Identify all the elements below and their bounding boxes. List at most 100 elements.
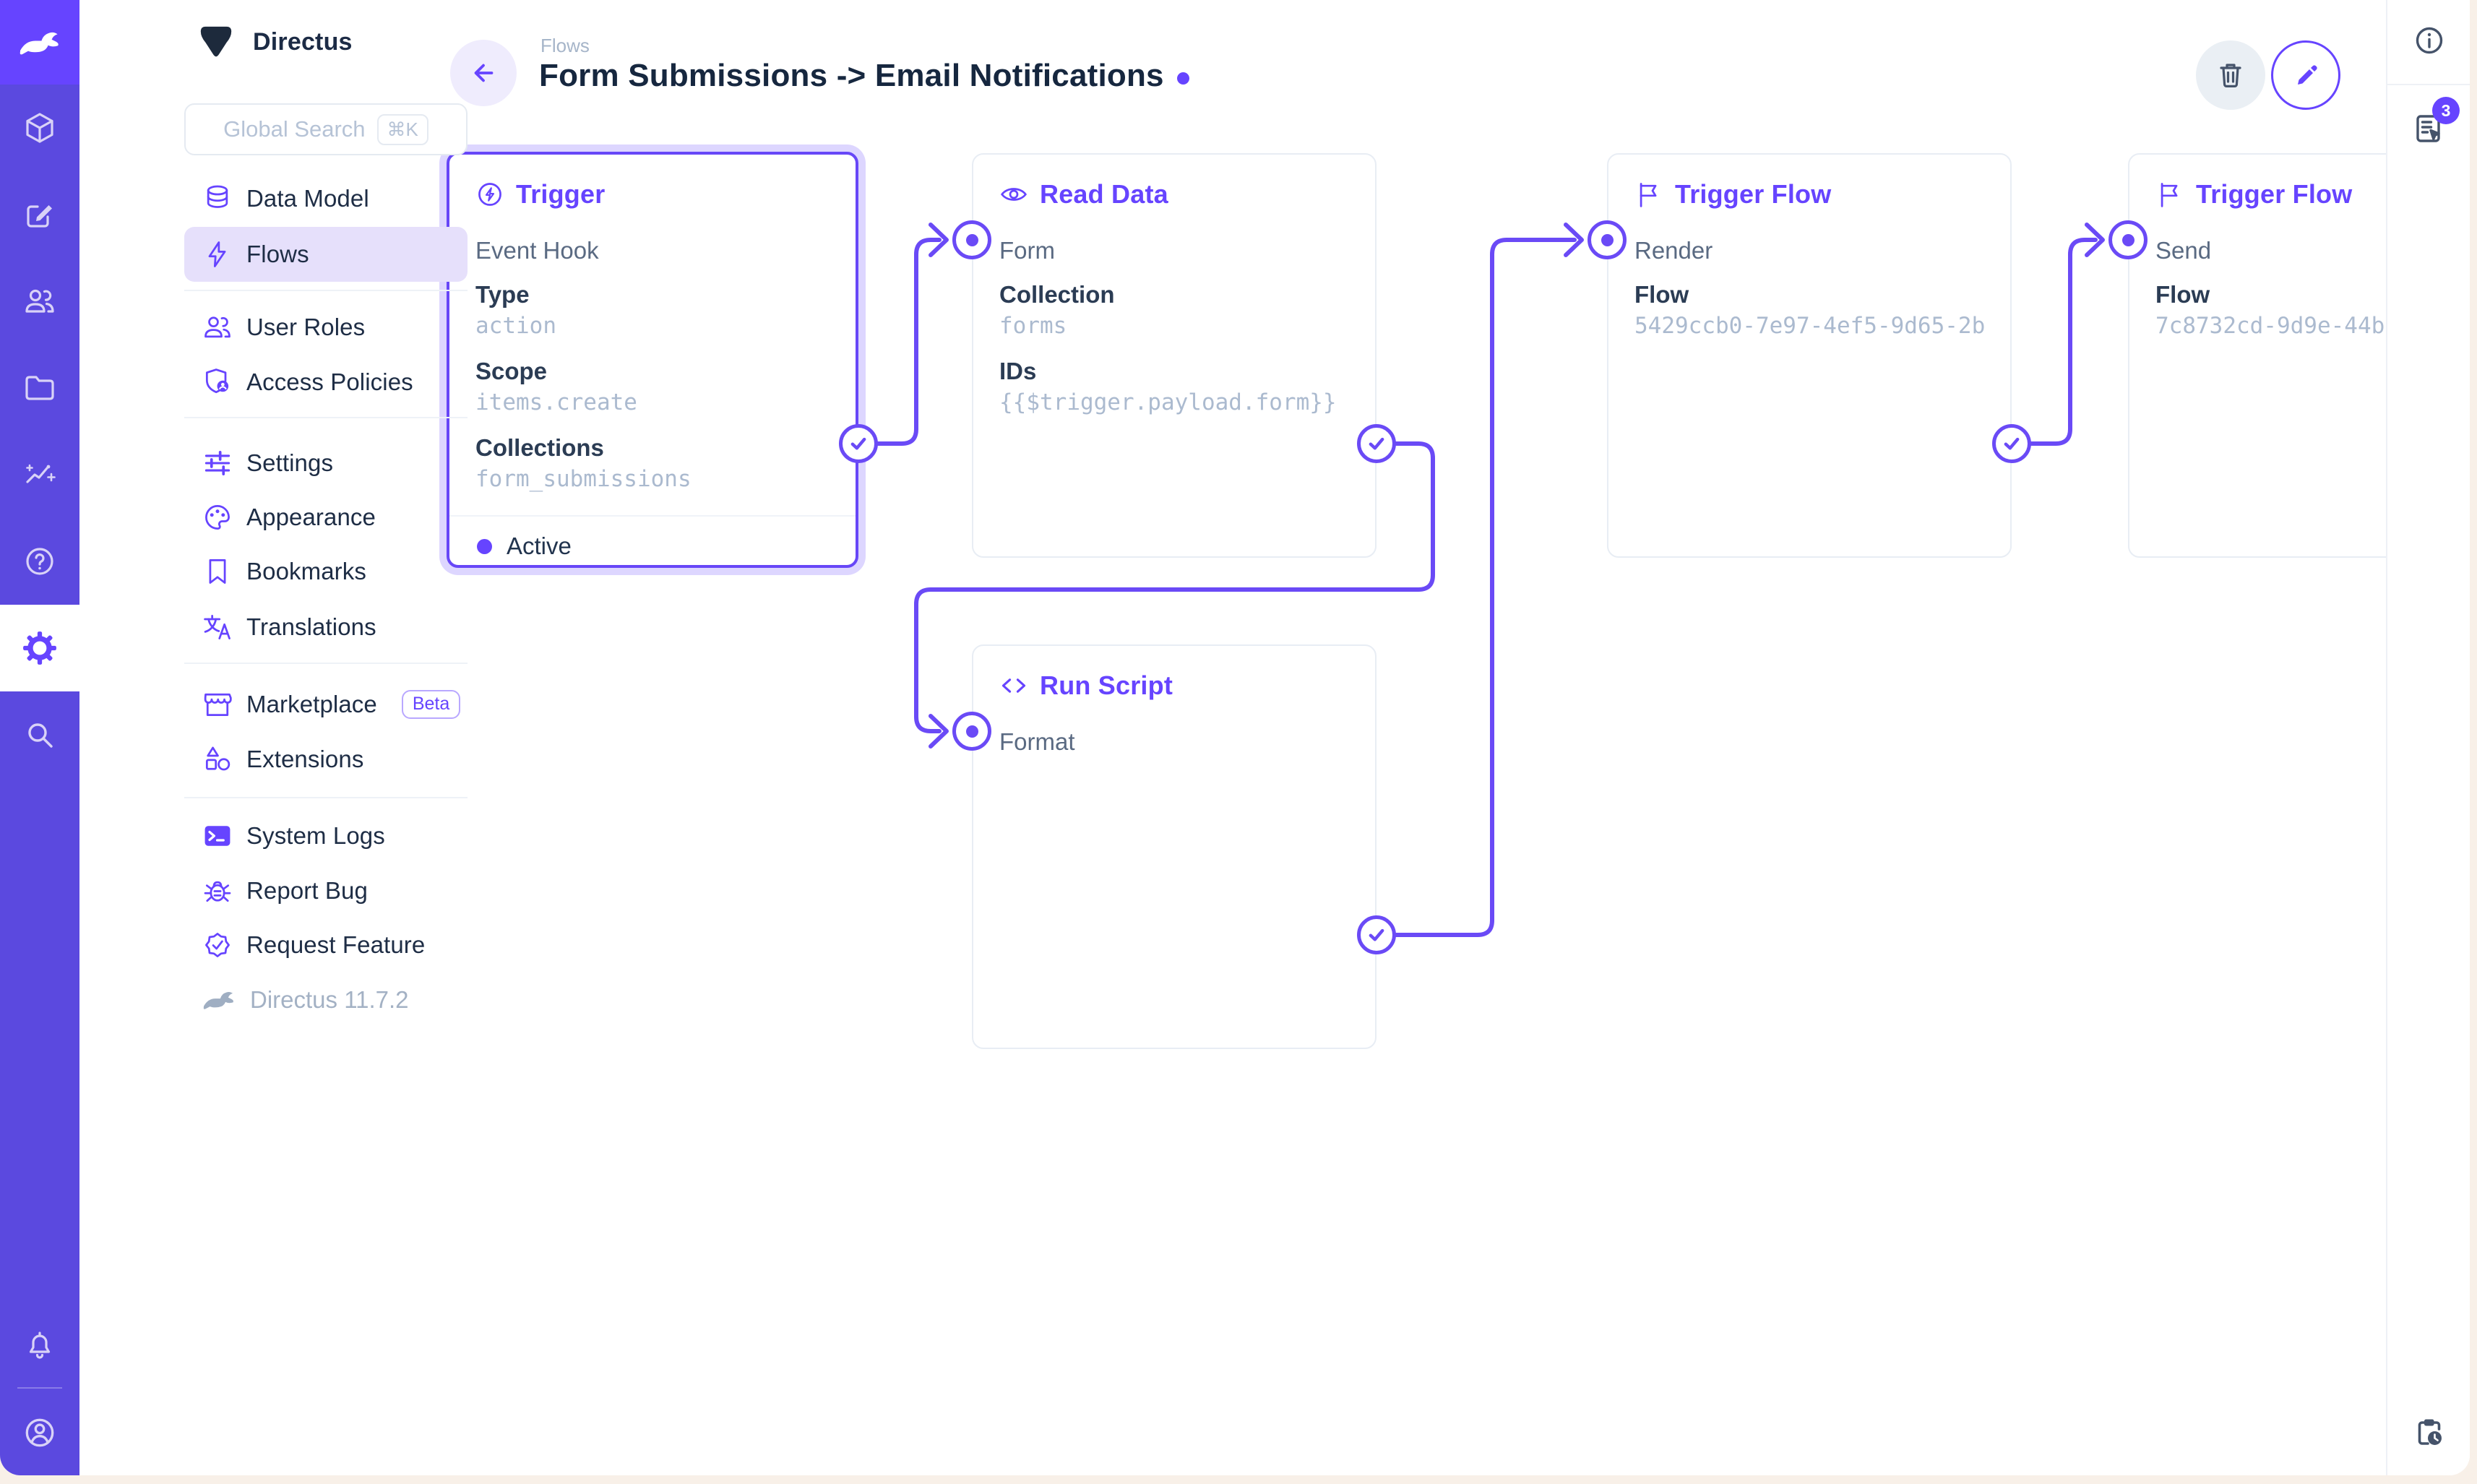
sidebar-item-label: Settings bbox=[246, 449, 334, 476]
box-icon bbox=[26, 113, 53, 143]
field-label: Scope bbox=[475, 358, 548, 384]
panel-trigger-flow-render[interactable]: Trigger Flow Render Flow 5429ccb0-7e97-4… bbox=[1607, 153, 2012, 558]
trigger-status: Active bbox=[449, 515, 856, 560]
check-icon bbox=[2004, 437, 2020, 450]
sidebar-item-label: Extensions bbox=[246, 746, 364, 772]
info-button[interactable] bbox=[2408, 19, 2451, 62]
wire-render-to-send bbox=[2029, 238, 2098, 446]
user-circle-icon bbox=[25, 1418, 54, 1447]
sidebar-item-bookmarks[interactable]: Bookmarks bbox=[184, 544, 468, 599]
bug-icon bbox=[204, 881, 231, 902]
sidebar-item-access-policies[interactable]: Access Policies bbox=[184, 355, 468, 410]
sidebar-item-settings[interactable]: Settings bbox=[184, 436, 468, 491]
sidebar-item-label: Appearance bbox=[246, 504, 376, 530]
module-help[interactable] bbox=[0, 518, 79, 605]
global-search-input[interactable]: Global Search ⌘K bbox=[184, 103, 468, 155]
version-label: Directus 11.7.2 bbox=[250, 986, 409, 1013]
database-icon bbox=[207, 185, 228, 208]
bolt-icon bbox=[208, 241, 226, 267]
notifications-button[interactable] bbox=[0, 1303, 79, 1389]
module-content[interactable] bbox=[0, 85, 79, 171]
sidebar-divider bbox=[184, 290, 468, 291]
panel-name: Render bbox=[1634, 237, 1713, 264]
module-insights[interactable] bbox=[0, 431, 79, 518]
project-logo-icon bbox=[200, 26, 232, 57]
panel-title: Trigger Flow bbox=[1634, 179, 1984, 210]
sidebar-item-label: Flows bbox=[246, 241, 309, 267]
module-files[interactable] bbox=[0, 345, 79, 431]
panel-read-data[interactable]: Read Data Form Collection forms IDs {{$t… bbox=[972, 153, 1377, 558]
field-value: forms bbox=[999, 313, 1067, 339]
right-rail-divider bbox=[2387, 84, 2470, 85]
field-value: form_submissions bbox=[475, 466, 692, 492]
activity-log-icon bbox=[2416, 115, 2440, 142]
search-shortcut-kbd: ⌘K bbox=[376, 113, 428, 145]
panel-title: Read Data bbox=[999, 179, 1349, 210]
sidebar-item-label: Marketplace bbox=[246, 691, 377, 717]
input-node-read-data[interactable] bbox=[952, 220, 991, 259]
seal-check-icon bbox=[205, 933, 230, 957]
version-row: Directus 11.7.2 bbox=[201, 972, 461, 1027]
output-node-trigger-flow-render[interactable] bbox=[1992, 424, 2031, 463]
sidebar-item-label: System Logs bbox=[246, 822, 385, 849]
flag-icon bbox=[2161, 183, 2178, 207]
sidebar-item-label: Request Feature bbox=[246, 931, 426, 958]
panel-trigger[interactable]: Trigger Event Hook Type action Scope ite… bbox=[447, 152, 858, 568]
edit-flow-button[interactable] bbox=[2271, 40, 2340, 110]
directus-logo-button[interactable] bbox=[0, 0, 79, 85]
output-node-trigger[interactable] bbox=[839, 424, 878, 463]
back-button[interactable] bbox=[450, 40, 517, 106]
field-value: items.create bbox=[475, 389, 637, 415]
trash-icon bbox=[2220, 64, 2241, 88]
sidebar-item-report-bug[interactable]: Report Bug bbox=[184, 863, 468, 918]
search-icon bbox=[28, 723, 53, 748]
panel-title: Trigger bbox=[475, 179, 830, 210]
pending-tasks-button[interactable] bbox=[2408, 1411, 2451, 1454]
panel-run-script[interactable]: Run Script Format bbox=[972, 644, 1377, 1049]
breadcrumb[interactable]: Flows bbox=[540, 35, 590, 56]
sidebar-item-marketplace[interactable]: Marketplace Beta bbox=[184, 677, 468, 732]
notification-count-badge: 3 bbox=[2432, 97, 2460, 124]
shield-user-icon bbox=[205, 368, 229, 394]
beta-badge: Beta bbox=[401, 690, 461, 719]
sidebar-item-translations[interactable]: Translations bbox=[184, 600, 468, 655]
sidebar-item-data-model[interactable]: Data Model bbox=[184, 171, 468, 226]
project-header[interactable]: Directus bbox=[195, 16, 353, 68]
palette-icon bbox=[205, 505, 230, 530]
check-icon bbox=[1369, 928, 1384, 941]
input-node-run-script[interactable] bbox=[952, 712, 991, 751]
folder-icon bbox=[25, 376, 54, 400]
activity-log-button[interactable]: 3 bbox=[2408, 97, 2460, 150]
insights-icon bbox=[26, 464, 56, 483]
panel-name: Send bbox=[2155, 237, 2212, 264]
sidebar-item-system-logs[interactable]: System Logs bbox=[184, 808, 468, 863]
directus-rabbit-icon bbox=[17, 23, 63, 62]
module-users[interactable] bbox=[0, 258, 79, 345]
output-node-run-script[interactable] bbox=[1357, 915, 1396, 954]
input-node-trigger-flow-render[interactable] bbox=[1588, 220, 1627, 259]
sidebar-item-label: Access Policies bbox=[246, 368, 413, 395]
output-node-read-data[interactable] bbox=[1357, 424, 1396, 463]
eye-icon bbox=[1000, 188, 1028, 201]
field-label: Flow bbox=[2155, 281, 2210, 308]
module-bar bbox=[0, 0, 79, 1475]
sidebar: Directus Global Search ⌘K Data Model Flo… bbox=[79, 0, 468, 1475]
field-label: Type bbox=[475, 281, 530, 308]
bell-icon bbox=[29, 1332, 51, 1359]
delete-flow-button[interactable] bbox=[2196, 40, 2265, 110]
user-menu-button[interactable] bbox=[0, 1389, 79, 1475]
sidebar-item-appearance[interactable]: Appearance bbox=[184, 490, 468, 545]
module-search[interactable] bbox=[0, 691, 79, 778]
sidebar-divider bbox=[184, 417, 468, 418]
sidebar-item-flows[interactable]: Flows bbox=[184, 227, 468, 282]
module-editor[interactable] bbox=[0, 171, 79, 258]
wire-arrow bbox=[929, 223, 949, 257]
panel-title: Run Script bbox=[999, 670, 1349, 701]
people-icon bbox=[204, 316, 231, 338]
sidebar-item-request-feature[interactable]: Request Feature bbox=[184, 918, 468, 972]
sidebar-item-extensions[interactable]: Extensions bbox=[184, 732, 468, 787]
sidebar-item-user-roles[interactable]: User Roles bbox=[184, 300, 468, 355]
module-settings[interactable] bbox=[0, 605, 79, 691]
input-node-trigger-flow-send[interactable] bbox=[2108, 220, 2148, 259]
people-icon bbox=[25, 289, 54, 313]
